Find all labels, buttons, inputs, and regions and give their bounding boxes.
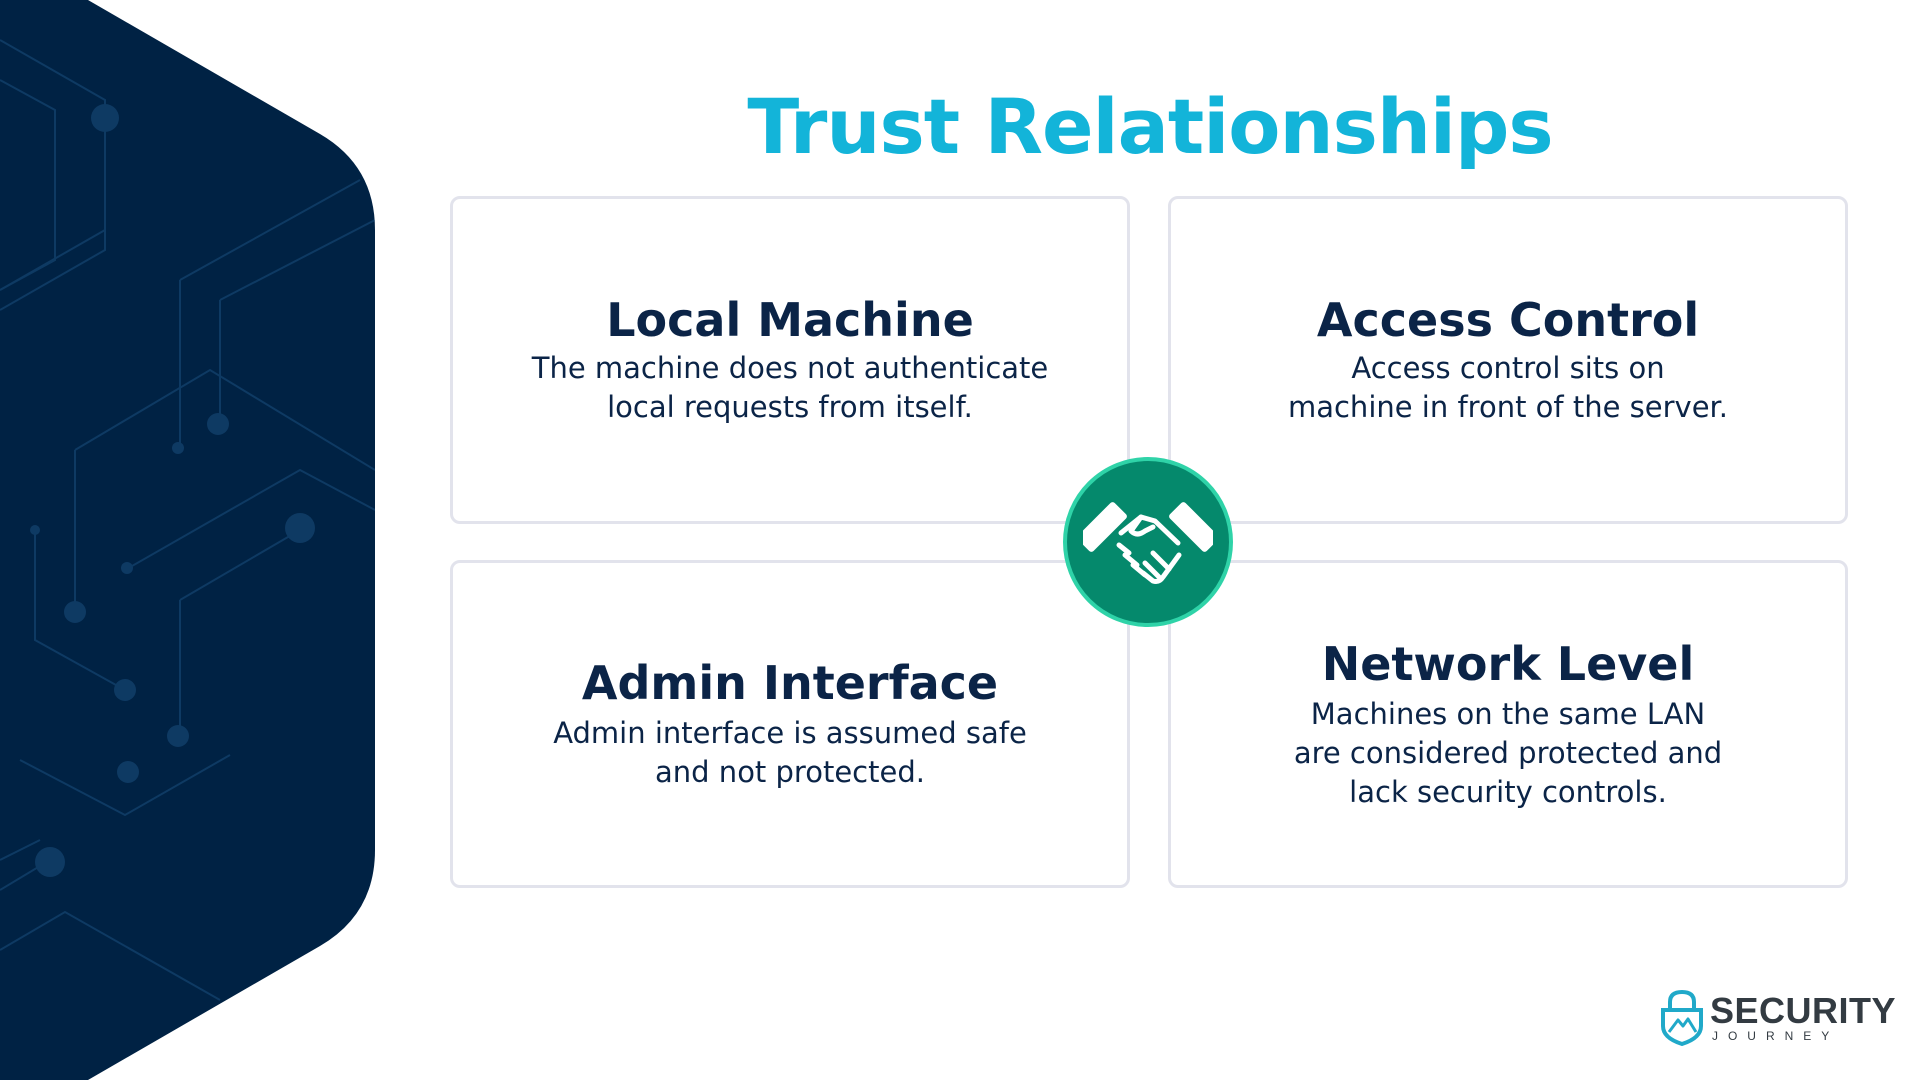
logo-wordmark: SECURITY JOURNEY	[1709, 989, 1896, 1043]
card-title: Access Control	[1316, 293, 1700, 347]
security-journey-logo: SECURITY JOURNEY	[1660, 988, 1896, 1046]
card-description: Access control sits on machine in front …	[1287, 351, 1729, 424]
card-local-machine: Local Machine The machine does not authe…	[450, 196, 1130, 524]
card-description: Admin interface is assumed safe and not …	[553, 716, 1027, 789]
handshake-badge	[1063, 457, 1233, 627]
handshake-icon	[1083, 502, 1213, 584]
slide-title: Trust Relationships	[747, 82, 1553, 171]
logo-subword: JOURNEY	[1711, 1028, 1840, 1043]
card-access-control: Access Control Access control sits on ma…	[1168, 196, 1848, 524]
card-title: Admin Interface	[581, 656, 999, 710]
card-description: Machines on the same LAN are considered …	[1293, 696, 1723, 809]
card-network-level: Network Level Machines on the same LAN a…	[1168, 560, 1848, 888]
card-admin-interface: Admin Interface Admin interface is assum…	[450, 560, 1130, 888]
shield-mountain-icon	[1660, 989, 1703, 1046]
card-title: Network Level	[1321, 636, 1695, 691]
card-title: Local Machine	[606, 293, 974, 347]
card-description: The machine does not authenticate local …	[531, 351, 1049, 424]
logo-word: SECURITY	[1709, 989, 1896, 1031]
circuit-hexagon-panel	[0, 0, 375, 1080]
